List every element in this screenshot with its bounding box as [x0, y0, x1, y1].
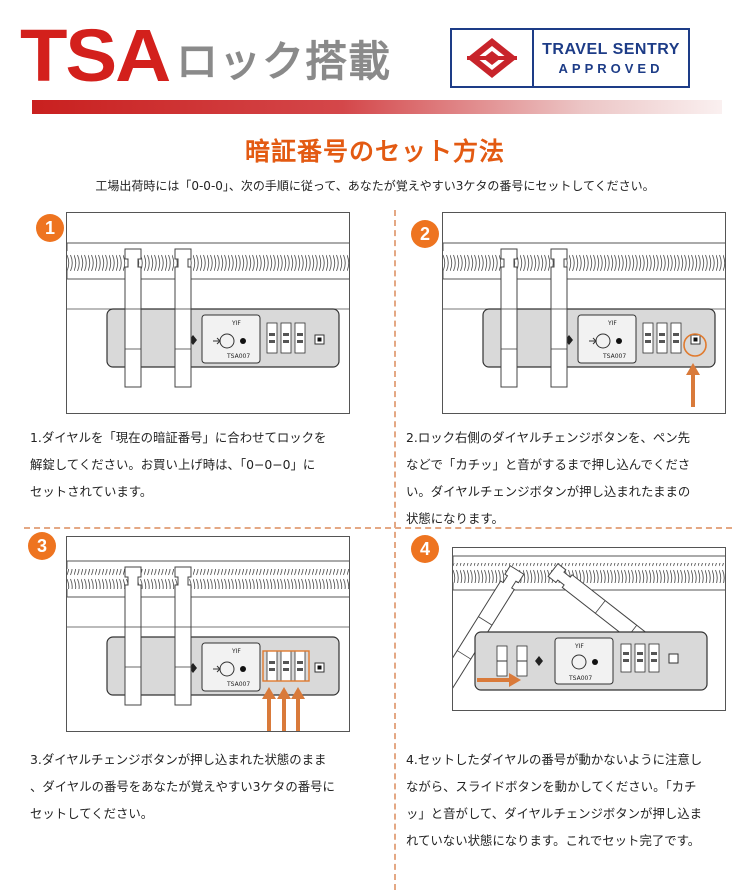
lock-model: TSA007: [226, 353, 250, 360]
travel-sentry-diamond-icon: [452, 30, 534, 86]
badge-line-2: APPROVED: [558, 60, 664, 76]
step-2-illustration: YIF TSA007: [442, 212, 726, 414]
step-1-text: 1.ダイヤルを「現在の暗証番号」に合わせてロックを 解錠してください。お買い上げ…: [30, 430, 327, 499]
vertical-divider: [394, 210, 396, 890]
step-4-text: 4.セットしたダイヤルの番号が動かないように注意し ながら、スライドボタンを動か…: [406, 752, 703, 848]
step-4-illustration: YIF TSA007: [452, 547, 726, 711]
lock-brand: YIF: [574, 643, 584, 650]
step-number-badge: 3: [28, 532, 56, 560]
tsa-subtitle: ロック搭載: [176, 37, 392, 86]
step-number-badge: 4: [411, 535, 439, 563]
horizontal-divider: [24, 527, 732, 529]
tsa-lock-title: TSA ロック搭載: [20, 12, 392, 97]
lock-brand: YIF: [607, 320, 617, 327]
lock-model: TSA007: [602, 353, 626, 360]
step-2-text: 2.ロック右側のダイヤルチェンジボタンを、ペン先 などで「カチッ」と音がするまで…: [406, 430, 691, 526]
lock-brand: YIF: [231, 648, 241, 655]
intro-text: 工場出荷時には「0-0-0」、次の手順に従って、あなたが覚えやすい3ケタの番号に…: [95, 179, 655, 193]
step-3-text: 3.ダイヤルチェンジボタンが押し込まれた状態のまま 、ダイヤルの番号をあなたが覚…: [30, 752, 335, 821]
tsa-logo-text: TSA: [20, 14, 171, 97]
lock-model: TSA007: [568, 675, 592, 682]
badge-line-1: TRAVEL SENTRY: [542, 40, 680, 58]
step-1-illustration: YIF TSA007: [66, 212, 350, 414]
lock-model: TSA007: [226, 681, 250, 688]
step-number-badge: 2: [411, 220, 439, 248]
lock-brand: YIF: [231, 320, 241, 327]
step-3-illustration: YIF TSA007: [66, 536, 350, 732]
step-number-badge: 1: [36, 214, 64, 242]
header-gradient-bar: [32, 100, 722, 114]
travel-sentry-badge: TRAVEL SENTRY APPROVED: [450, 28, 690, 88]
change-button-highlight: [683, 333, 707, 357]
section-title: 暗証番号のセット方法: [244, 137, 505, 166]
